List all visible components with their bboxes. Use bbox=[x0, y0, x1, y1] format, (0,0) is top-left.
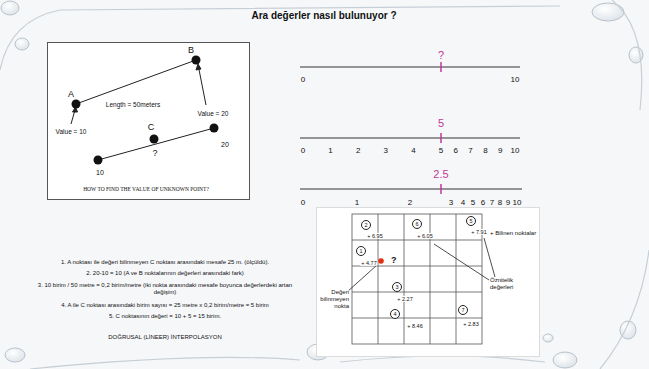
axis-number: 1 bbox=[355, 198, 359, 207]
axis-number: 3 bbox=[449, 198, 453, 207]
point-label: A bbox=[67, 89, 75, 99]
attribute-value: + 6.95 bbox=[366, 233, 383, 239]
axis-number: 8 bbox=[483, 146, 487, 155]
figure-panel: B A Length = 50metersValue = 20 C Value = 10… bbox=[47, 42, 250, 200]
axis-number: 4 bbox=[411, 146, 415, 155]
grid-panel: 2 + 6.95 6 + 6.05 5 + 7.91+ Bilinen noktalar 1… bbox=[316, 207, 540, 357]
grid bbox=[352, 214, 482, 344]
point-number: 5 bbox=[466, 216, 476, 226]
point-number: 4 bbox=[390, 309, 400, 319]
axis-number: 10 bbox=[511, 75, 520, 84]
axis-number: 5 bbox=[471, 198, 475, 207]
attribute-value: + 8.46 bbox=[406, 323, 423, 329]
point-number: 7 bbox=[458, 305, 468, 315]
axis-number: 9 bbox=[506, 198, 510, 207]
marker-value: 2.5 bbox=[433, 168, 448, 181]
panel-ground bbox=[316, 207, 540, 357]
axis-number: 0 bbox=[301, 146, 305, 155]
axis-number: 3 bbox=[384, 146, 388, 155]
axis-number: 5 bbox=[439, 146, 443, 155]
axis-number: 2 bbox=[408, 198, 412, 207]
unknown-point bbox=[378, 258, 384, 264]
attribute-value: + 2.27 bbox=[396, 296, 413, 302]
axis-number: 7 bbox=[468, 146, 472, 155]
axis-number: 7 bbox=[490, 198, 494, 207]
point-number: 3 bbox=[392, 282, 402, 292]
attribute-value: + 7.91 bbox=[470, 229, 487, 235]
marker-value: 5 bbox=[438, 117, 444, 130]
point-label: Length = 50meters bbox=[105, 101, 161, 108]
unknown-mark: ? bbox=[390, 255, 398, 265]
step-text: 4. A ile C noktası arasındaki birim sayı… bbox=[30, 302, 300, 309]
axis-number: 6 bbox=[454, 146, 458, 155]
step-text: 2. 20-10 = 10 (A ve B noktalarının değer… bbox=[30, 270, 300, 277]
attribute-value: + 2.83 bbox=[462, 321, 479, 327]
point-label: 20 bbox=[220, 141, 230, 149]
axis-number: 2 bbox=[356, 146, 360, 155]
point-label: ? bbox=[151, 148, 158, 158]
figure-caption: HOW TO FIND THE VALUE OF UNKNOWN POINT? bbox=[82, 186, 210, 192]
point-label: 10 bbox=[95, 169, 105, 177]
leader-lines bbox=[347, 238, 495, 292]
panel-ground bbox=[47, 42, 250, 200]
number-lines bbox=[300, 67, 522, 189]
callout-text: Öznitelik değerleri bbox=[490, 277, 536, 291]
point-number: 6 bbox=[412, 219, 422, 229]
point-label: Value = 10 bbox=[55, 128, 88, 135]
point-label: Value = 20 bbox=[197, 110, 230, 117]
axis-number: 1 bbox=[328, 146, 332, 155]
legend-note: + Bilinen noktalar bbox=[490, 230, 536, 237]
point-number: 1 bbox=[356, 246, 366, 256]
step-text: 5. C noktasının değeri = 10 + 5 = 15 bir… bbox=[30, 313, 300, 320]
step-text: 1. A noktası ile değeri bilinmeyen C nok… bbox=[30, 259, 300, 266]
method-name: DOĞRUSAL (LİNEER) İNTERPOLASYON bbox=[30, 334, 300, 341]
axis-number: 10 bbox=[513, 198, 522, 207]
axis-number: 4 bbox=[461, 198, 465, 207]
marker-value: ? bbox=[438, 49, 444, 62]
attribute-value: + 4.77 bbox=[360, 260, 377, 266]
point-label: C bbox=[147, 122, 156, 132]
slide-title: Ara değerler nasıl bulunuyor ? bbox=[251, 10, 396, 22]
axis-number: 0 bbox=[301, 75, 305, 84]
attribute-value: + 6.05 bbox=[416, 233, 433, 239]
axis-number: 9 bbox=[498, 146, 502, 155]
point-label: B bbox=[187, 45, 195, 55]
step-text: 3. 10 birim / 50 metre = 0,2 birim/metre… bbox=[30, 282, 300, 296]
callout-text: Değeri bilinmeyen nokta bbox=[319, 289, 349, 310]
axis-number: 10 bbox=[511, 146, 520, 155]
axis-number: 0 bbox=[301, 198, 305, 207]
point-number: 2 bbox=[361, 220, 371, 230]
axis-number: 6 bbox=[481, 198, 485, 207]
axis-number: 8 bbox=[498, 198, 502, 207]
